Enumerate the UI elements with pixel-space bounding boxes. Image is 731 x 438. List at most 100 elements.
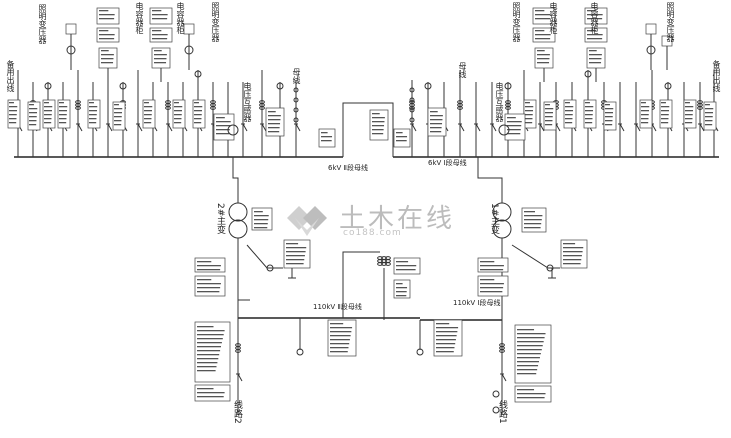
spec-text-mark <box>565 110 574 112</box>
spec-text-mark <box>507 133 521 135</box>
breaker-icon <box>295 123 301 132</box>
spec-text-mark <box>517 337 545 339</box>
spec-text-mark <box>430 131 442 133</box>
spec-text-mark <box>589 58 602 60</box>
spec-text-mark <box>436 351 454 353</box>
spec-text-mark <box>216 125 231 127</box>
spec-text-mark <box>430 119 443 121</box>
spec-text-mark <box>565 114 573 116</box>
bus-6kv-right-label: 6kV Ⅰ段母线 <box>428 159 467 167</box>
spec-text-mark <box>9 102 14 104</box>
feeder-label: 照明变压器 <box>38 4 47 44</box>
lamp-icon <box>584 70 592 78</box>
spec-text-mark <box>321 132 328 134</box>
spec-text-mark <box>480 279 495 281</box>
spec-text-mark <box>661 118 669 120</box>
spec-text-mark <box>114 104 119 106</box>
spec-text-mark <box>396 295 407 297</box>
spec-text-mark <box>517 345 543 347</box>
spec-text-mark <box>396 136 408 138</box>
spec-text-mark <box>197 350 221 352</box>
spec-text-mark <box>545 116 553 118</box>
spec-text-mark <box>480 265 504 267</box>
spec-text-mark <box>685 118 693 120</box>
spec-text-mark <box>535 38 551 40</box>
spec-text-mark <box>372 117 385 119</box>
spec-text-mark <box>9 122 17 124</box>
spec-text-mark <box>685 122 693 124</box>
spec-text-mark <box>525 106 534 108</box>
spec-text-mark <box>641 122 649 124</box>
spec-text-mark <box>517 349 542 351</box>
feeder-label: 照明变压器 <box>211 2 220 42</box>
spec-text-mark <box>29 104 34 106</box>
spec-text-mark <box>517 397 545 399</box>
spec-text-mark <box>372 129 384 131</box>
spec-text-mark <box>29 112 38 114</box>
spec-text-mark <box>330 327 353 329</box>
spec-text-mark <box>537 62 550 64</box>
spec-text-mark <box>685 106 694 108</box>
feeder-label: 电容器柜 <box>176 2 185 34</box>
spec-text-mark <box>396 291 407 293</box>
spec-text-mark <box>517 333 546 335</box>
spec-text-mark <box>524 227 541 229</box>
neutral-icon <box>266 264 274 272</box>
spec-text-mark <box>99 34 115 36</box>
spec-text-mark <box>286 247 307 249</box>
current-transformer-icon <box>165 106 171 110</box>
spec-text-mark <box>585 102 590 104</box>
spec-text-mark <box>661 114 669 116</box>
spec-text-mark <box>114 112 123 114</box>
spec-text-mark <box>605 112 614 114</box>
spec-text-mark <box>174 106 183 108</box>
spec-text-mark <box>286 259 305 261</box>
spec-text-mark <box>396 132 403 134</box>
spec-text-mark <box>194 110 203 112</box>
pt-label: 电压互感器 <box>243 82 252 122</box>
breaker-icon <box>261 123 267 132</box>
spec-text-mark <box>372 113 380 115</box>
spec-text-mark <box>507 121 522 123</box>
spec-text-mark <box>99 14 115 16</box>
spec-text-mark <box>114 116 122 118</box>
incoming-line-2-label: 线路2 <box>232 400 242 424</box>
spec-text-mark <box>144 102 149 104</box>
spec-text-mark <box>587 38 603 40</box>
spec-text-mark <box>565 122 573 124</box>
spec-text-mark <box>99 18 115 20</box>
spec-text-mark <box>197 326 214 328</box>
spec-text-mark <box>535 10 545 12</box>
spec-text-mark <box>154 58 167 60</box>
spec-text-mark <box>507 117 516 119</box>
spec-text-mark <box>372 121 385 123</box>
spec-text-mark <box>524 215 543 217</box>
breaker-icon <box>635 123 641 132</box>
transformer-icon <box>184 45 194 55</box>
spec-text-mark <box>430 115 443 117</box>
spec-text-mark <box>44 106 53 108</box>
feeder-label: 电容器柜 <box>549 2 558 34</box>
capacitor-cabinet <box>584 7 608 25</box>
spec-text-mark <box>565 102 570 104</box>
bus-tie-cabinet <box>318 128 336 148</box>
spec-text-mark <box>286 243 299 245</box>
spec-text-mark <box>517 357 540 359</box>
spec-text-mark <box>194 118 202 120</box>
spec-text-mark <box>605 116 613 118</box>
breaker-icon <box>619 123 625 132</box>
transformer-1-winding-icon <box>492 202 512 222</box>
neutral-lead <box>246 244 283 269</box>
transformer-2-hv-lead <box>232 157 239 203</box>
spec-text-mark <box>152 10 162 12</box>
spec-text-mark <box>197 392 225 394</box>
spec-text-mark <box>525 118 533 120</box>
spec-text-mark <box>89 118 97 120</box>
pt-cabinet <box>433 319 463 357</box>
spec-text-mark <box>254 227 268 229</box>
spec-text-mark <box>197 346 221 348</box>
spec-text-mark <box>705 124 713 126</box>
spec-text-mark <box>525 114 533 116</box>
spec-text-mark <box>330 339 350 341</box>
lamp-icon <box>293 97 299 103</box>
